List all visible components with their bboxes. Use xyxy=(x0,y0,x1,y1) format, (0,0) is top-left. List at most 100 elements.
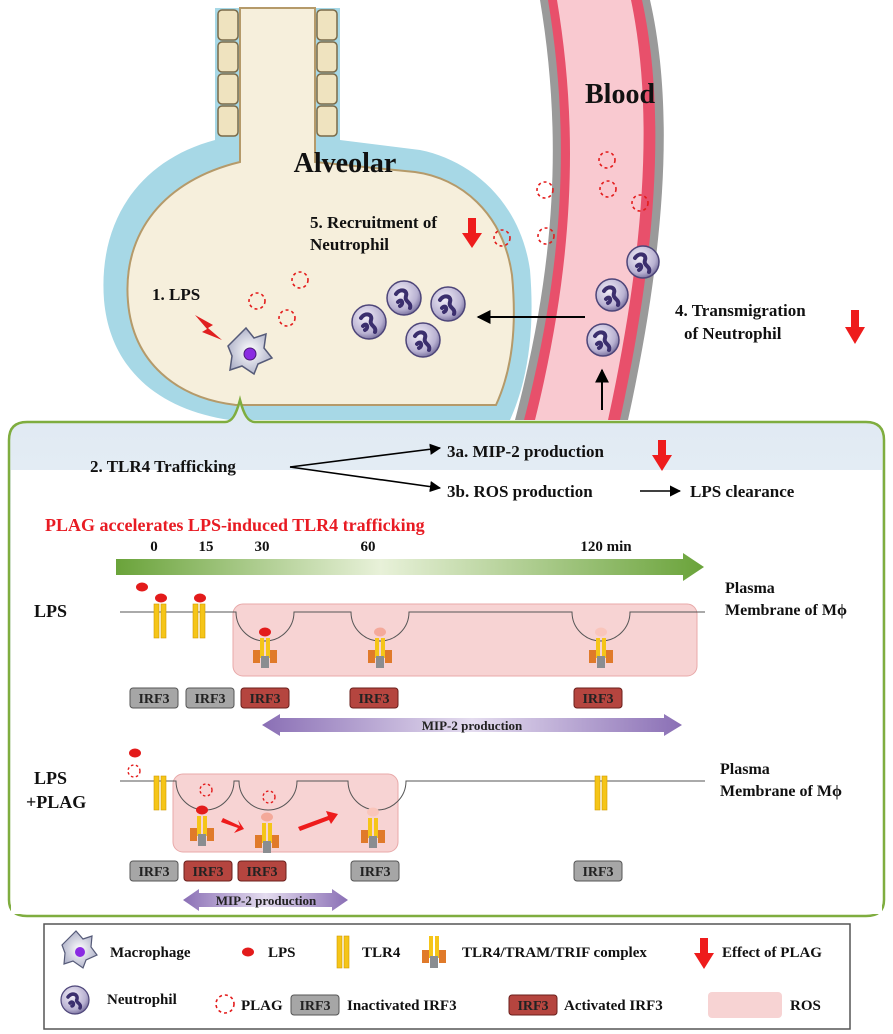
timepoints: 0 15 30 60 120 min xyxy=(150,539,632,555)
transmigration-label-2: of Neutrophil xyxy=(684,324,782,343)
lps-dot-icon xyxy=(129,748,141,758)
membrane-label-2: Membrane of Mϕ xyxy=(720,783,842,800)
trafficking-label: 2. TLR4 Trafficking xyxy=(90,457,236,476)
tlr4-icon xyxy=(153,603,167,639)
legend-lps: LPS xyxy=(268,945,296,961)
irf3-box xyxy=(290,994,340,1016)
irf3-label: IRF3 xyxy=(138,692,169,707)
neutrophil-icon xyxy=(386,280,422,316)
irf3-box xyxy=(349,687,399,709)
timepoint-0: 0 xyxy=(150,539,158,555)
complex-icon xyxy=(361,807,385,848)
irf3-label: IRF3 xyxy=(582,692,613,707)
lightning-icon xyxy=(195,315,222,340)
legend-ros: ROS xyxy=(790,998,821,1014)
complex-icon xyxy=(422,936,446,968)
legend-neutrophil: Neutrophil xyxy=(107,992,177,1008)
plag-icon xyxy=(493,229,511,247)
branch-arrow-lower xyxy=(289,466,442,493)
mip2-bar-plag xyxy=(183,889,348,911)
irf3-box xyxy=(573,860,623,882)
timepoint-30: 30 xyxy=(255,539,270,555)
legend-tlr4: TLR4 xyxy=(362,945,401,961)
mip2-bar-plag-label: MIP-2 production xyxy=(216,893,317,908)
blood-vessel xyxy=(535,0,644,420)
tlr4-icon xyxy=(336,935,350,969)
tlr4-icon xyxy=(192,603,206,639)
vessel-neutrophils xyxy=(586,245,660,357)
irf3-box xyxy=(240,687,290,709)
plag-row-label-1: LPS xyxy=(34,768,67,788)
complex-icon xyxy=(253,627,277,668)
lps-dot-icon xyxy=(155,593,167,603)
plag-particles-top xyxy=(248,151,649,327)
clearance-label: LPS clearance xyxy=(690,482,795,501)
ros-swatch xyxy=(708,992,782,1018)
irf3-label: IRF3 xyxy=(359,865,390,880)
airway-cells xyxy=(217,9,338,137)
irf3-box xyxy=(185,687,235,709)
irf3-label: IRF3 xyxy=(194,692,225,707)
irf3-label: IRF3 xyxy=(138,865,169,880)
membrane-label-2: Membrane of Mϕ xyxy=(725,602,847,619)
plag-row-label-2: +PLAG xyxy=(26,792,86,812)
neutrophil-icon xyxy=(60,985,90,1015)
irf3-box xyxy=(573,687,623,709)
neutrophil-icon xyxy=(351,304,387,340)
plag-icon xyxy=(598,151,616,169)
irf3-box xyxy=(129,860,179,882)
legend-irf3-active-box: IRF3 xyxy=(517,999,548,1014)
plag-icon xyxy=(262,790,276,804)
red-down-arrow-icon xyxy=(845,310,865,344)
neutrophil-icon xyxy=(595,278,629,312)
recruitment-label-2: Neutrophil xyxy=(310,235,389,254)
legend-complex: TLR4/TRAM/TRIF complex xyxy=(462,945,647,961)
irf3-box xyxy=(129,687,179,709)
plag-icon xyxy=(631,194,649,212)
complex-icon xyxy=(255,812,279,853)
mip2-bar-lps-label: MIP-2 production xyxy=(422,718,523,733)
ros-label: 3b. ROS production xyxy=(447,482,593,501)
plag-icon xyxy=(291,271,309,289)
plag-icon xyxy=(248,292,266,310)
ros-region xyxy=(232,603,698,677)
red-down-arrow-icon xyxy=(462,218,482,248)
irf3-row-lps: IRF3 IRF3 IRF3 IRF3 IRF3 xyxy=(129,687,623,709)
mip2-label: 3a. MIP-2 production xyxy=(447,442,604,461)
headline: PLAG accelerates LPS-induced TLR4 traffi… xyxy=(45,515,425,535)
irf3-label: IRF3 xyxy=(249,692,280,707)
irf3-label: IRF3 xyxy=(192,865,223,880)
plag-icon xyxy=(536,181,554,199)
neutrophil-icon xyxy=(586,323,620,357)
legend-effect: Effect of PLAG xyxy=(722,945,822,961)
legend-macrophage: Macrophage xyxy=(110,945,191,961)
lps-row-label: LPS xyxy=(34,601,67,621)
plag-icon xyxy=(599,180,617,198)
lps-label: 1. LPS xyxy=(152,285,200,304)
complex-icon xyxy=(589,627,613,668)
irf3-box xyxy=(508,994,558,1016)
neutrophil-icon xyxy=(430,286,466,322)
mip2-bar-lps xyxy=(262,714,682,736)
macrophage-icon xyxy=(227,326,274,376)
irf3-row-plag: IRF3 IRF3 IRF3 IRF3 IRF3 xyxy=(129,860,623,882)
timepoint-60: 60 xyxy=(361,539,376,555)
legend-plag: PLAG xyxy=(241,998,283,1014)
macrophage-icon xyxy=(61,930,98,969)
neutrophil-icon xyxy=(626,245,660,279)
neutrophil-icon xyxy=(405,322,441,358)
complex-icon xyxy=(368,627,392,668)
tlr4-icon xyxy=(594,775,608,811)
legend-inactivated: Inactivated IRF3 xyxy=(347,998,457,1014)
red-down-arrow-icon xyxy=(694,938,714,969)
tlr4-icon xyxy=(153,775,167,811)
neutrophil-cluster xyxy=(351,280,466,358)
lps-dot-icon xyxy=(242,947,254,957)
plag-icon xyxy=(199,783,213,797)
irf3-box xyxy=(183,860,233,882)
membrane-label-1: Plasma xyxy=(720,761,770,778)
membrane-label-1: Plasma xyxy=(725,580,775,597)
irf3-box xyxy=(237,860,287,882)
branch-arrow-upper xyxy=(289,443,442,468)
